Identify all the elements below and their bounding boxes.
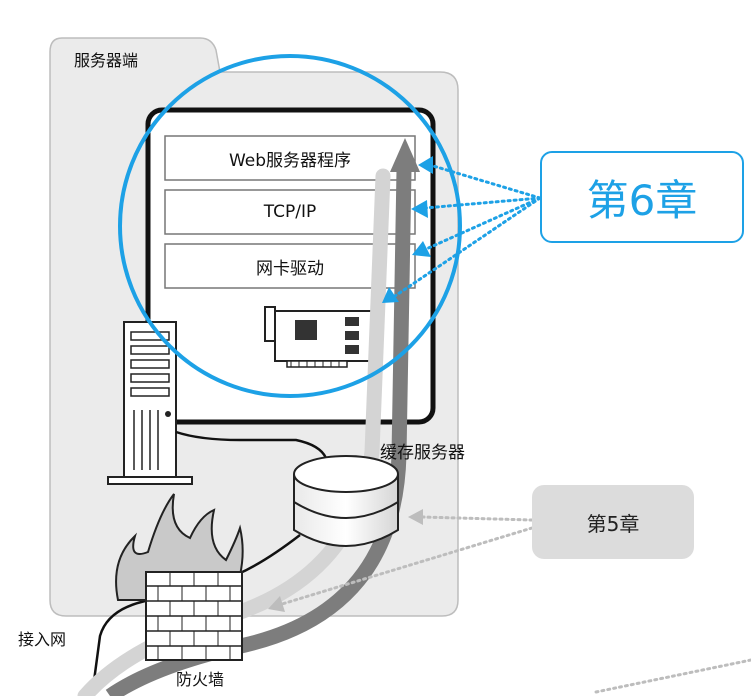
- chapter5-callout: 第5章: [532, 485, 694, 559]
- server-side-label: 服务器端: [74, 51, 139, 70]
- access-network-label: 接入网: [18, 630, 67, 649]
- layer-box-web-server: [164, 135, 416, 181]
- chapter5-pointers: [268, 509, 751, 694]
- layer-label-tcpip: TCP/IP: [263, 202, 317, 222]
- chapter6-highlight-circle: [118, 54, 462, 398]
- data-path-arrowhead: [390, 138, 420, 172]
- network-card-icon: [264, 306, 374, 368]
- chapter6-callout: 第6章: [540, 151, 744, 243]
- pointer-arrowhead: [418, 156, 433, 174]
- layer-box-tcpip: [164, 189, 416, 235]
- chapter6-pointers: [382, 156, 542, 303]
- layer-label-nic-driver: 网卡驱动: [256, 258, 324, 279]
- pointer-arrowhead: [268, 596, 285, 612]
- cache-server-icon: [293, 455, 399, 547]
- pointer-arrowhead: [408, 509, 423, 525]
- cable-access-network: [90, 598, 151, 696]
- firewall-label: 防火墙: [176, 670, 225, 689]
- pointer-arrowhead: [411, 200, 428, 218]
- cache-server-label: 缓存服务器: [380, 443, 465, 463]
- cable-cache-to-firewall: [237, 534, 301, 576]
- server-tower-icon: [107, 321, 193, 485]
- pointer-arrowhead: [412, 241, 431, 257]
- layer-label-web-server: Web服务器程序: [228, 150, 352, 171]
- cable-server-to-cache: [175, 430, 328, 459]
- firewall-wall-icon: [145, 571, 243, 661]
- pointer-arrowhead: [382, 287, 399, 303]
